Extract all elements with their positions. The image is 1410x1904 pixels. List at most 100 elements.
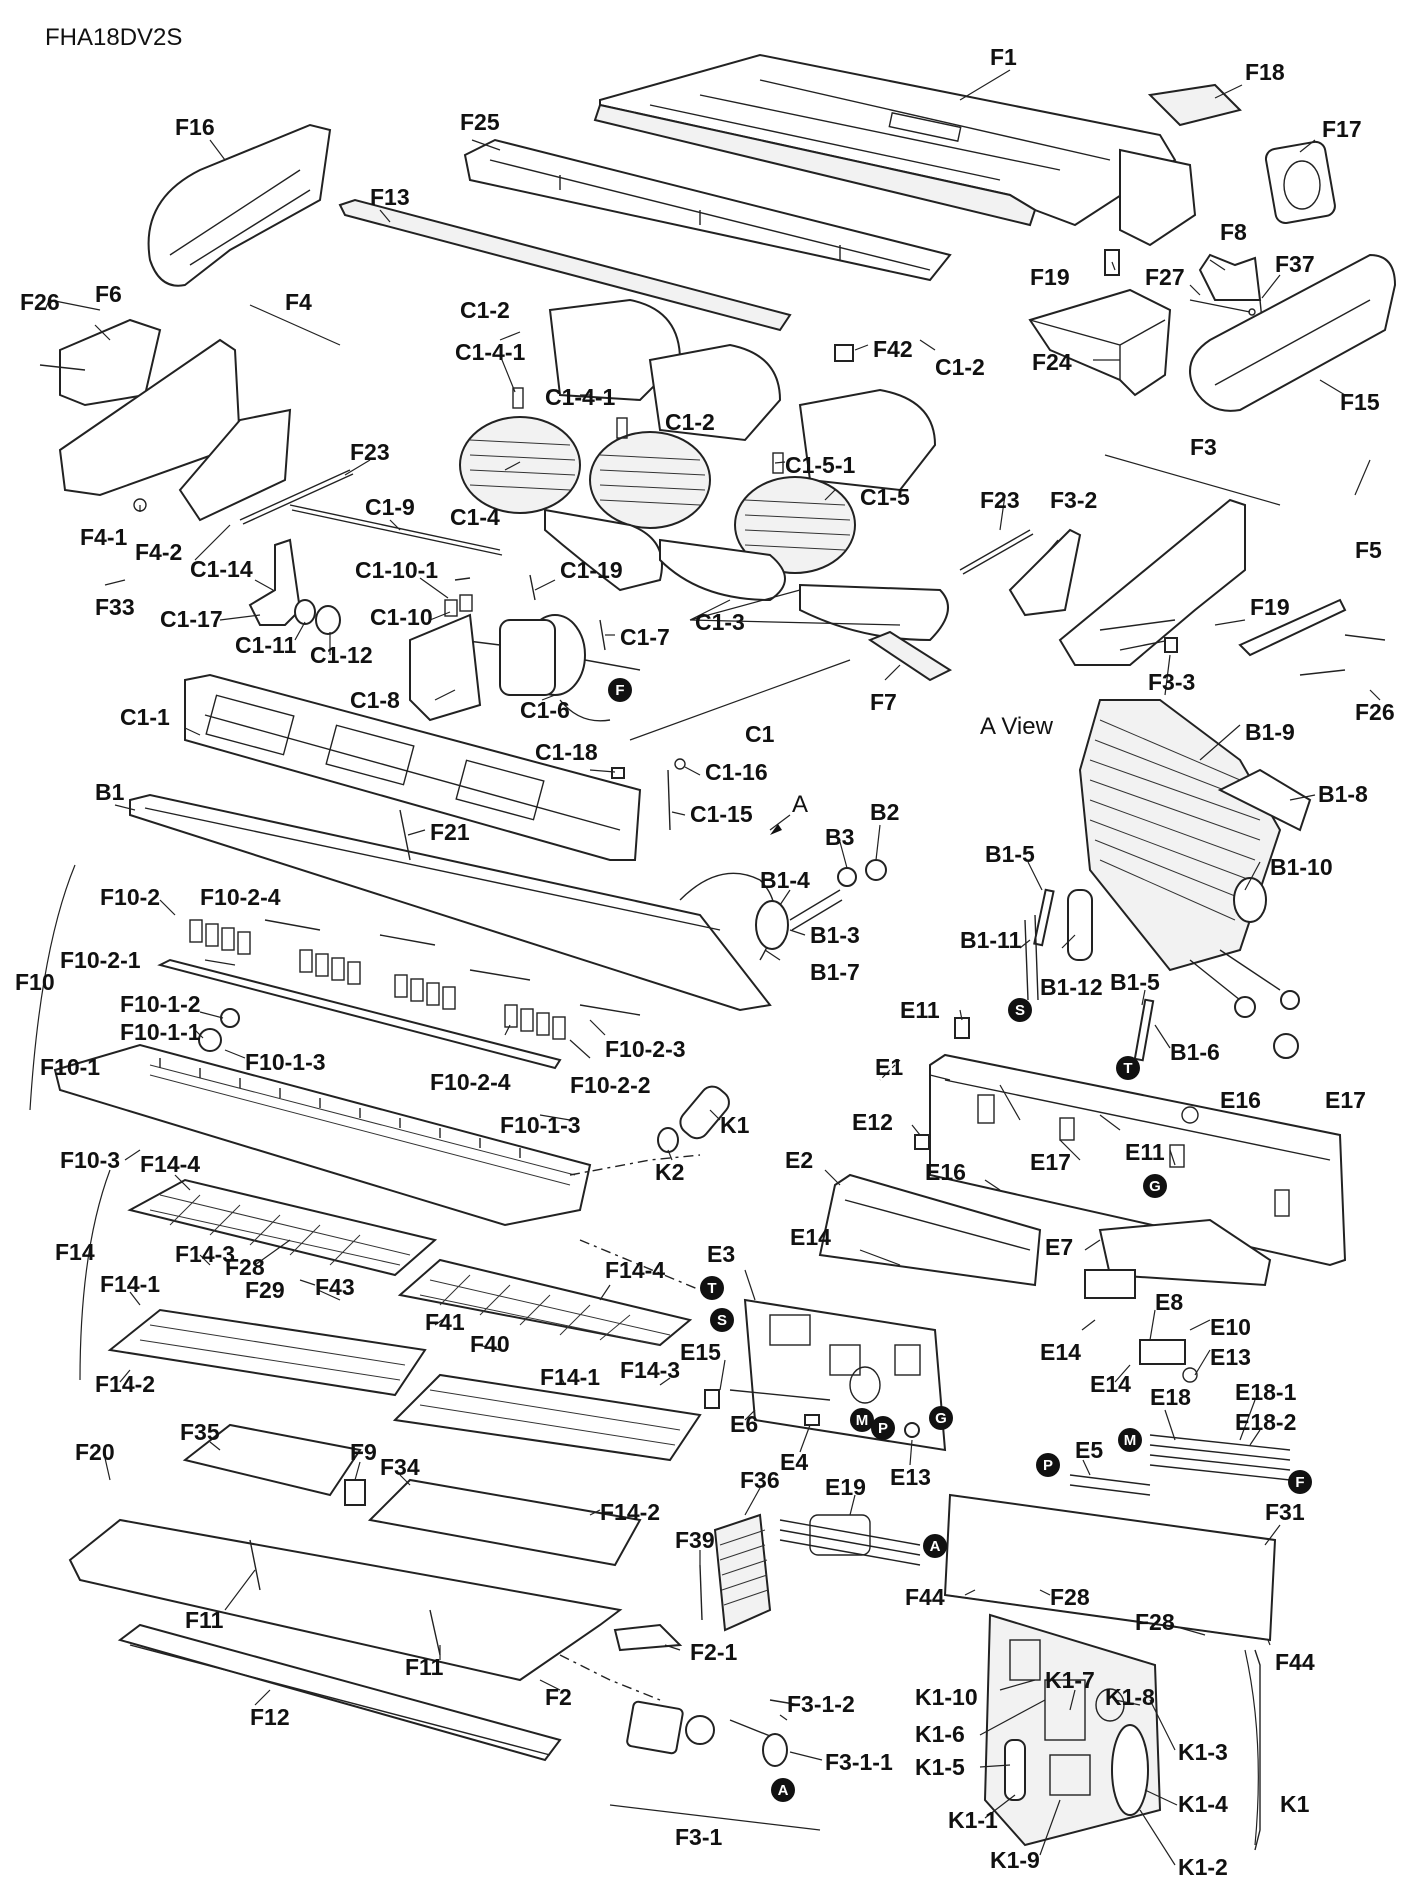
label-f27: F27 [1145, 264, 1185, 290]
label-f4-2: F4-2 [135, 539, 182, 565]
label-c1-2-b: C1-2 [935, 354, 985, 380]
connector-g-e3: G [929, 1406, 953, 1430]
label-f19-right: F19 [1250, 594, 1290, 620]
bracket-c1-17 [248, 538, 302, 626]
harness-e19 [779, 1514, 921, 1566]
svg-text:P: P [878, 1420, 888, 1437]
wire-e6 [729, 1389, 831, 1401]
label-f10-1-1: F10-1-1 [120, 1019, 201, 1045]
label-f10-2: F10-2 [100, 884, 160, 910]
deflector-f7 [867, 630, 953, 682]
label-k1-3: K1-3 [1178, 1739, 1228, 1765]
label-f23-left: F23 [350, 439, 390, 465]
filters-f14-4 [127, 1178, 693, 1347]
label-e18-2: E18-2 [1235, 1409, 1296, 1435]
top-panel-f1 [593, 53, 1197, 247]
label-e7: E7 [1045, 1234, 1073, 1260]
label-f17: F17 [1322, 116, 1362, 142]
bracket-f5 [1238, 598, 1347, 657]
label-f13: F13 [370, 184, 410, 210]
label-f39: F39 [675, 1527, 715, 1553]
label-e6: E6 [730, 1411, 758, 1437]
label-f33: F33 [95, 594, 135, 620]
label-c1-8: C1-8 [350, 687, 400, 713]
label-f10-2-1: F10-2-1 [60, 947, 141, 973]
label-f4: F4 [285, 289, 312, 315]
label-f24: F24 [1032, 349, 1072, 375]
screw-c1-16 [674, 758, 686, 770]
side-plate-f3 [1008, 498, 1246, 666]
label-b1-12: B1-12 [1040, 974, 1103, 1000]
label-f43: F43 [315, 1274, 355, 1300]
label-c1-4-1-b: C1-4-1 [545, 384, 616, 410]
label-f26-right: F26 [1355, 699, 1395, 725]
cable-b1-11 [1024, 914, 1039, 1001]
label-b1-3: B1-3 [810, 922, 860, 948]
harness-e18 [1149, 1434, 1291, 1481]
label-e16-top: E16 [1220, 1087, 1261, 1113]
label-c1-16: C1-16 [705, 759, 768, 785]
label-f44-b: F44 [1275, 1649, 1315, 1675]
clip-f42 [834, 344, 854, 362]
clip-e4 [804, 1414, 820, 1426]
label-f9: F9 [350, 1439, 377, 1465]
label-c1-5: C1-5 [860, 484, 910, 510]
label-k1-10: K1-10 [915, 1684, 978, 1710]
label-f14-2-a: F14-2 [95, 1371, 155, 1397]
label-b1-9: B1-9 [1245, 719, 1295, 745]
label-b1-4: B1-4 [760, 867, 810, 893]
label-f3: F3 [1190, 434, 1217, 460]
label-f10-2-2: F10-2-2 [570, 1072, 651, 1098]
label-f10-1-3-a: F10-1-3 [245, 1049, 326, 1075]
label-f12: F12 [250, 1704, 290, 1730]
label-b1: B1 [95, 779, 125, 805]
a-view-label: A View [980, 713, 1054, 740]
label-f34: F34 [380, 1454, 420, 1480]
part-labels: F1 F18 F17 F16 F25 F13 F8 F19 F27 F37 F2… [15, 44, 1395, 1880]
swing-motor-f3-1 [626, 1699, 801, 1767]
label-e2: E2 [785, 1147, 813, 1173]
label-e11-mid: E11 [1125, 1139, 1165, 1165]
harness-e5 [1069, 1474, 1151, 1496]
label-e17-top: E17 [1325, 1087, 1366, 1113]
bracket-f9 [344, 1479, 366, 1506]
label-c1-14: C1-14 [190, 556, 253, 582]
cover-plate-f18 [1147, 83, 1242, 127]
model-number: FHA18DV2S [45, 24, 182, 51]
label-b1-11: B1-11 [960, 927, 1022, 953]
scope-lines [29, 304, 1281, 1846]
label-b1-6: B1-6 [1170, 1039, 1220, 1065]
cover-f31 [943, 1493, 1277, 1642]
label-f28-c: F28 [1135, 1609, 1175, 1635]
label-f14-4-b: F14-4 [605, 1257, 665, 1283]
label-f3-3: F3-3 [1148, 669, 1195, 695]
louver-f12 [117, 1623, 562, 1762]
label-f14-2-b: F14-2 [600, 1499, 660, 1525]
label-c1-4: C1-4 [450, 504, 500, 530]
label-f26-left: F26 [20, 289, 60, 315]
connector-badges: F S T G T S M P G M F P A A [608, 678, 1312, 1802]
sensor-e15 [704, 1389, 720, 1409]
svg-text:M: M [1124, 1432, 1137, 1449]
label-f4-1: F4-1 [80, 524, 128, 550]
drain-pan-f10-1 [53, 1008, 592, 1227]
label-f28-a: F28 [225, 1254, 265, 1280]
screws-f26 [1299, 634, 1386, 676]
label-f10-1-2: F10-1-2 [120, 991, 201, 1017]
rod-f23-right [959, 529, 1034, 575]
connector-m-e18: M [1118, 1428, 1142, 1452]
label-f14-4-a: F14-4 [140, 1151, 200, 1177]
label-b2: B2 [870, 799, 899, 825]
front-panel-f2 [68, 1518, 623, 1682]
label-f11-b: F11 [405, 1654, 444, 1680]
label-k1-5: K1-5 [915, 1754, 965, 1780]
label-f15: F15 [1340, 389, 1380, 415]
label-c1-5-1: C1-5-1 [785, 452, 856, 478]
intake-panels-f14-1 [107, 1308, 702, 1462]
label-b3: B3 [825, 824, 854, 850]
small-parts-c1-10 [444, 574, 606, 651]
label-f3-2: F3-2 [1050, 487, 1097, 513]
lower-scrolls-c1-3 [544, 508, 949, 642]
label-b1-10: B1-10 [1270, 854, 1333, 880]
connector-t-b1: T [1116, 1056, 1140, 1080]
